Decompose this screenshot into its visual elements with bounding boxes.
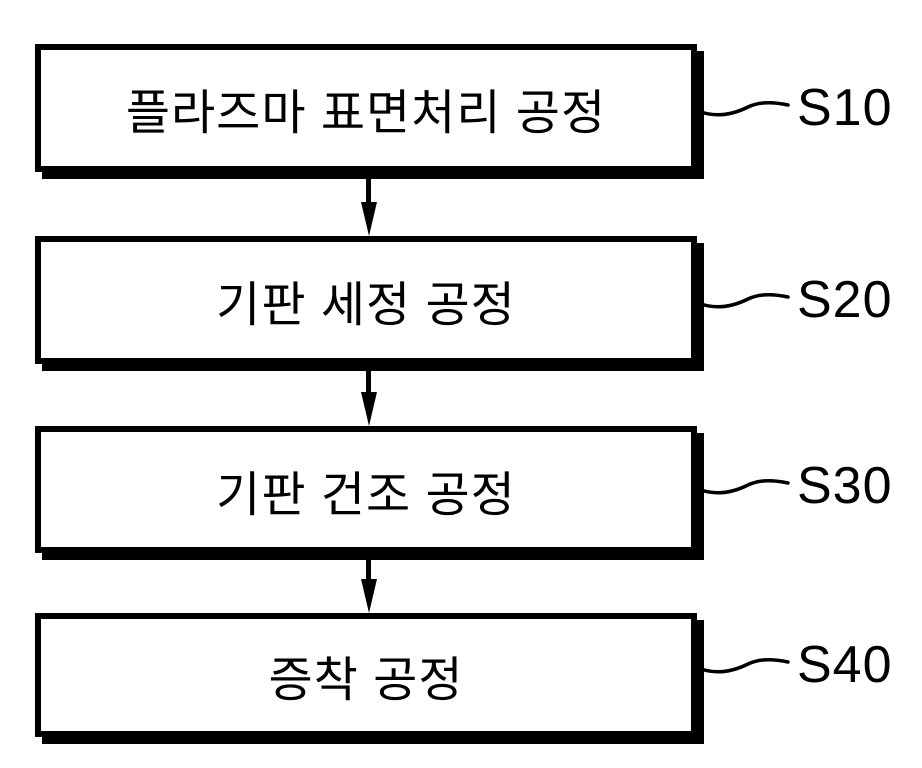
step-connector-line: [700, 473, 790, 499]
arrow-stem: [366, 364, 371, 392]
step-label-s10: S10: [797, 79, 893, 137]
arrow-head: [360, 202, 377, 236]
process-box-s30: 기판 건조 공정: [35, 426, 697, 553]
process-box-s40: 증착 공정: [35, 613, 697, 737]
step-connector-line: [700, 95, 790, 121]
step-connector-line: [700, 652, 790, 678]
down-arrow-icon: [360, 172, 377, 236]
step-label-s30: S30: [797, 457, 893, 515]
process-box-label: 기판 건조 공정: [216, 468, 516, 522]
process-box-label: 플라즈마 표면처리 공정: [125, 87, 607, 140]
arrow-head: [360, 579, 377, 613]
step-connector-line: [700, 287, 790, 313]
process-box-s20: 기판 세정 공정: [35, 236, 697, 364]
down-arrow-icon: [360, 364, 377, 426]
arrow-head: [360, 392, 377, 426]
step-label-s40: S40: [797, 636, 893, 694]
arrow-stem: [366, 553, 371, 579]
process-box-label: 기판 세정 공정: [216, 279, 516, 332]
down-arrow-icon: [360, 553, 377, 613]
process-box-s10: 플라즈마 표면처리 공정: [35, 44, 697, 172]
arrow-stem: [366, 172, 371, 202]
process-box-label: 증착 공정: [268, 654, 464, 707]
step-label-s20: S20: [797, 271, 893, 329]
